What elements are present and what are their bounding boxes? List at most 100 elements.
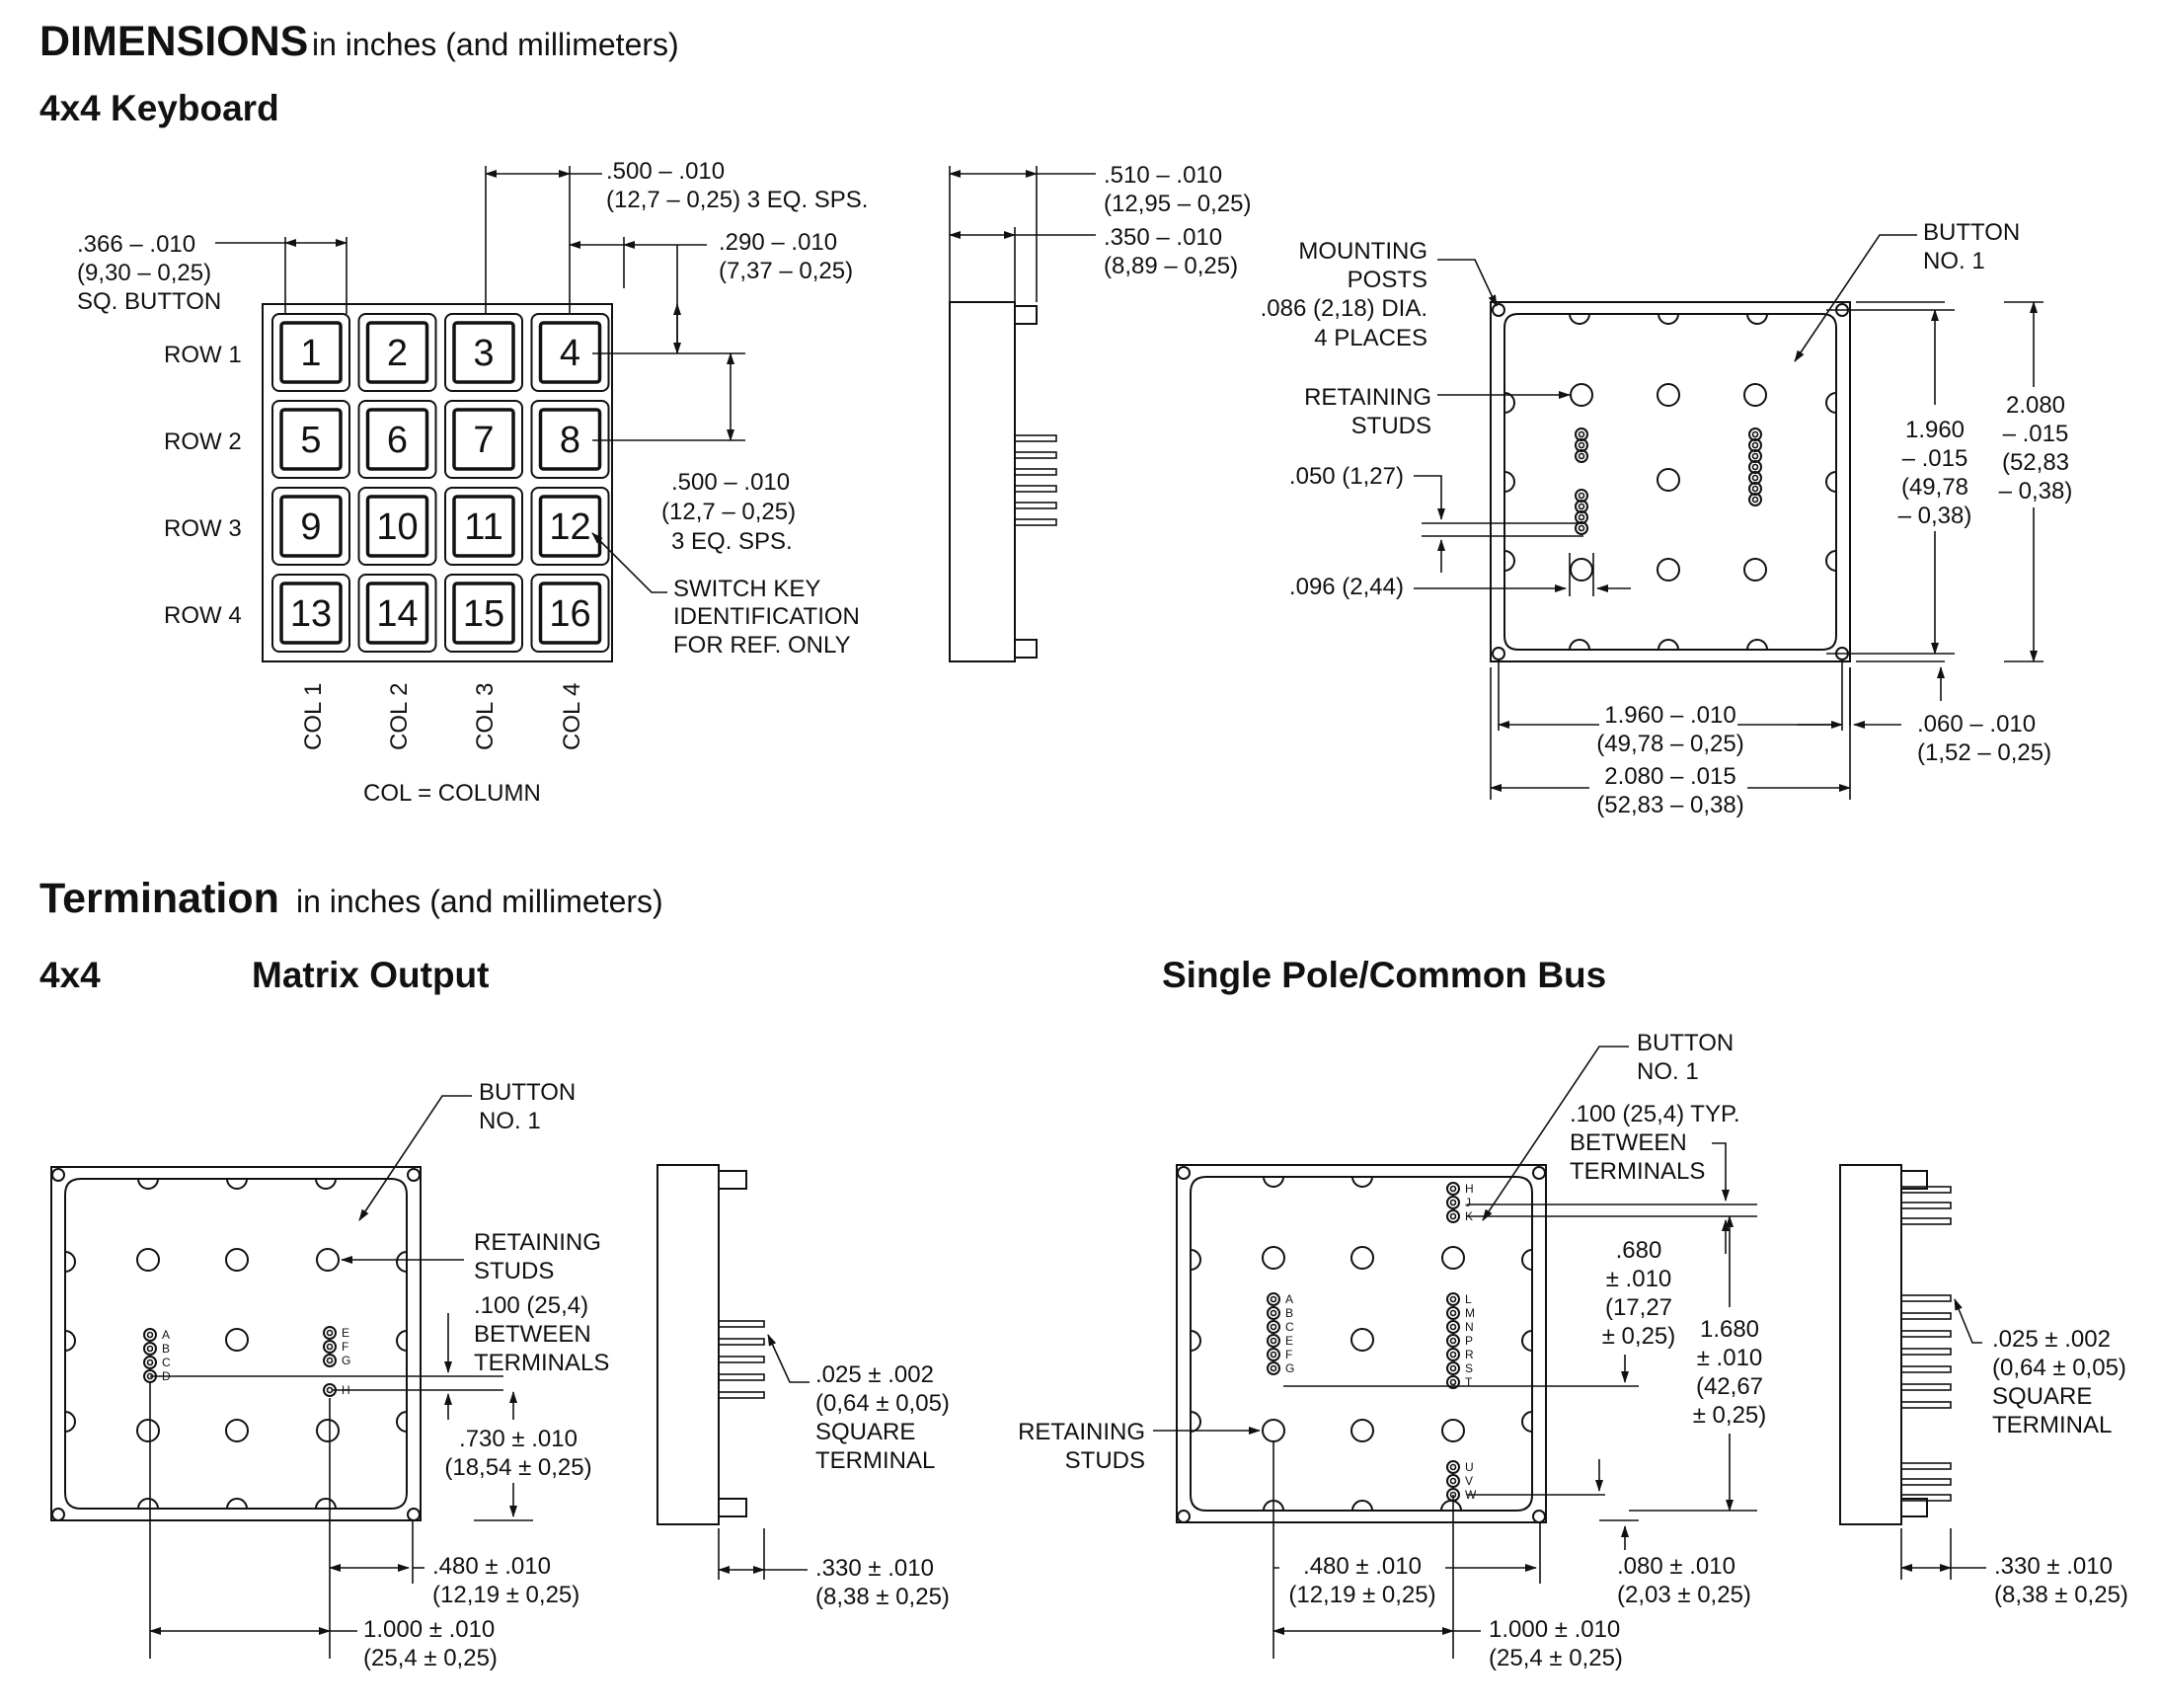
terminal-pin-core [1449,1337,1457,1345]
pin-label: C [1285,1320,1294,1334]
matrix-dim-1000: 1.000 ± .010 [363,1616,495,1643]
svg-text:.086 (2,18) DIA.: .086 (2,18) DIA. [1261,295,1427,322]
pin-label: T [1465,1375,1473,1389]
terminal-pin-core [1449,1477,1457,1485]
svg-text:± 0,25): ± 0,25) [1602,1323,1676,1350]
terminal-pin [1446,1348,1460,1361]
terminal-pin [1446,1306,1460,1320]
col-label: COL 2 [386,683,413,750]
matrix-side-view: .025 ± .002 (0,64 ± 0,05) SQUARE TERMINA… [656,1164,950,1610]
pin-label: U [1465,1460,1474,1474]
pin-label: R [1465,1348,1474,1361]
matrix-studs-label: RETAINING [474,1229,601,1256]
single-button-label: BUTTON [1637,1030,1734,1056]
key-outer [530,400,610,479]
terminal-pin-core [1578,503,1585,510]
key-button [538,408,602,471]
terminal-pin-core [326,1386,334,1394]
terminal-pin-core [1270,1309,1277,1317]
svg-text:(1,52 – 0,25): (1,52 – 0,25) [1917,739,2051,766]
page-title: DIMENSIONS [39,18,308,65]
key-label: 2 [387,333,408,374]
matrix-dim-between: .100 (25,4) [474,1292,588,1319]
svg-text:(52,83 – 0,38): (52,83 – 0,38) [1596,792,1743,818]
terminal-pin-core [1751,441,1759,449]
key-button [279,495,343,558]
svg-text:STUDS: STUDS [474,1258,554,1284]
pin-label: J [1465,1196,1471,1209]
pin-label: S [1465,1361,1473,1375]
pin-label: B [162,1342,170,1356]
terminal-pin [1267,1334,1280,1348]
pin-label: F [1285,1348,1292,1361]
terminal-pin [1446,1375,1460,1389]
terminal-pin-core [1449,1378,1457,1386]
terminal-pin-core [1270,1351,1277,1359]
matrix-button-label: BUTTON [479,1079,576,1106]
key-outer [271,313,350,392]
svg-text:STUDS: STUDS [1351,413,1431,439]
svg-text:SQUARE: SQUARE [1992,1383,2092,1410]
dim-post-offset: .060 – .010 [1917,711,2036,738]
key-outer [444,313,523,392]
key-label: 7 [473,420,494,461]
key-label: 9 [300,506,321,548]
switch-note: SWITCH KEY [673,576,820,602]
key-button [452,321,515,384]
mounting-posts-label: MOUNTING [1298,238,1427,265]
svg-text:(12,19 ± 0,25): (12,19 ± 0,25) [432,1582,579,1608]
terminal-pin [323,1340,337,1354]
dim-button-size: .366 – .010 [77,231,195,258]
svg-text:(12,7 – 0,25) 3 EQ. SPS.: (12,7 – 0,25) 3 EQ. SPS. [606,187,868,213]
terminal-pin-core [326,1329,334,1337]
key-button [538,582,602,645]
terminal-pin [1267,1320,1280,1334]
svg-text:(8,38 ± 0,25): (8,38 ± 0,25) [815,1584,950,1610]
svg-text:(9,30 – 0,25): (9,30 – 0,25) [77,260,211,286]
pin-label: L [1465,1292,1472,1306]
svg-text:TERMINALS: TERMINALS [474,1350,609,1376]
pin-label: P [1465,1334,1473,1348]
key-outer [271,400,350,479]
termination-subtitle: in inches (and millimeters) [296,884,663,919]
single-terminal-label: .025 ± .002 [1992,1326,2111,1353]
dim-pitch-vertical: .500 – .010 [671,469,790,496]
single-dim-680: .680 [1616,1237,1662,1264]
svg-text:BETWEEN: BETWEEN [1570,1129,1687,1156]
dim-width-outer: 2.080 – .015 [1604,763,1735,790]
terminal-pin [1575,521,1588,535]
key-label: 8 [560,420,580,461]
svg-text:IDENTIFICATION: IDENTIFICATION [673,603,860,630]
pin-label: F [342,1340,348,1354]
svg-text:– 0,38): – 0,38) [1999,478,2073,505]
key-button [279,582,343,645]
terminal-pin-core [1270,1337,1277,1345]
svg-text:(25,4 ± 0,25): (25,4 ± 0,25) [363,1645,498,1671]
terminal-pin [1446,1196,1460,1209]
key-button [538,495,602,558]
svg-text:SQ. BUTTON: SQ. BUTTON [77,288,221,315]
key-outer [444,487,523,566]
terminal-pin-core [146,1331,154,1339]
pin-label: G [342,1354,350,1367]
single-dim-1680: 1.680 [1700,1316,1759,1343]
svg-text:(49,78 – 0,25): (49,78 – 0,25) [1596,731,1743,757]
terminal-pin-core [1270,1295,1277,1303]
terminal-pin [1267,1361,1280,1375]
terminal-pin-core [1578,441,1585,449]
terminal-pin-core [1270,1323,1277,1331]
matrix-dim-730: .730 ± .010 [459,1426,578,1452]
key-label: 6 [387,420,408,461]
terminal-pin-core [1449,1364,1457,1372]
keyboard-side-view: .510 – .010 (12,95 – 0,25) .350 – .010 (… [949,162,1251,662]
key-outer [444,400,523,479]
key-button [452,408,515,471]
terminal-pin [323,1326,337,1340]
pin-label: N [1465,1320,1474,1334]
matrix-output-heading: Matrix Output [252,955,489,995]
svg-text:(12,7 – 0,25): (12,7 – 0,25) [661,499,796,525]
